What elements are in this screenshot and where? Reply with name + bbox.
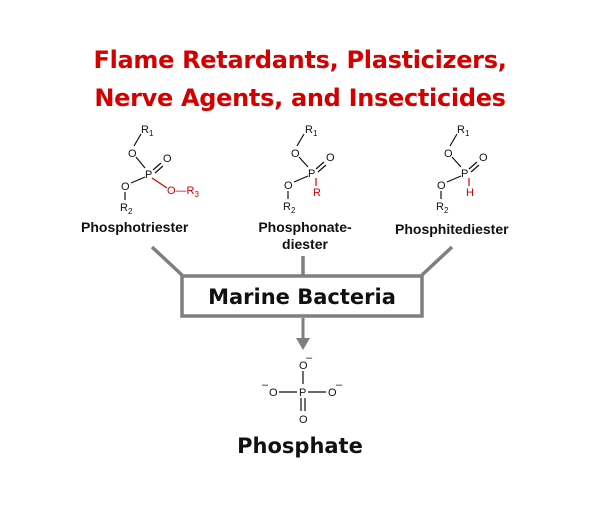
o-left-atom: O [269,387,278,399]
r2-label: R2 [283,201,296,215]
title-line-1: Flame Retardants, Plasticizers, [93,46,507,74]
o-top-atom: O [291,148,300,160]
phosphate-label: Phosphate [237,434,363,458]
o-double-atom: O [326,152,335,164]
p-atom: P [308,168,315,180]
r1-label: R1 [141,124,154,138]
o-left-atom: O [437,180,446,192]
o-bottom-atom: O [299,414,308,426]
p-atom: P [145,169,152,181]
o-double-atom: O [163,153,172,165]
p-atom: P [461,168,468,180]
phosphotriester-structure: R1 O P O O R2 O—R3 [120,124,200,216]
r1-label: R1 [457,124,470,138]
o-top-atom: O [444,148,453,160]
o-top-charge: – [306,352,313,364]
phosphate-structure: O – P O – O – O [262,352,343,426]
phosphitediester-label: Phosphitediester [395,221,509,237]
p-atom: P [299,387,306,399]
phosphotriester-label: Phosphotriester [81,219,189,235]
phosphonate-label-line1: Phosphonate- [258,219,352,235]
o-left-atom: O [121,181,130,193]
phosphonate-diester-structure: R1 O P O O R2 R [283,124,335,215]
marine-bacteria-label: Marine Bacteria [208,285,396,309]
r1-label: R1 [305,124,318,138]
r2-label: R2 [120,202,133,216]
o-top-atom: O [299,360,308,372]
o-left-charge: – [262,379,269,391]
phosphitediester-structure: R1 O P O O R2 H [436,124,488,215]
variable-group-or3: O—R3 [167,185,200,199]
o-top-atom: O [128,148,137,160]
arrow-down-icon [296,338,310,350]
title-line-2: Nerve Agents, and Insecticides [94,84,506,112]
variable-group-r: R [313,187,321,199]
o-right-charge: – [336,379,343,391]
o-left-atom: O [284,180,293,192]
phosphonate-label-line2: diester [282,236,328,252]
o-right-atom: O [328,387,337,399]
connector-left [150,245,184,277]
r2-label: R2 [436,201,449,215]
marine-bacteria-box [180,274,424,318]
variable-group-h: H [466,187,474,199]
o-double-atom: O [479,152,488,164]
connector-right [420,245,454,277]
